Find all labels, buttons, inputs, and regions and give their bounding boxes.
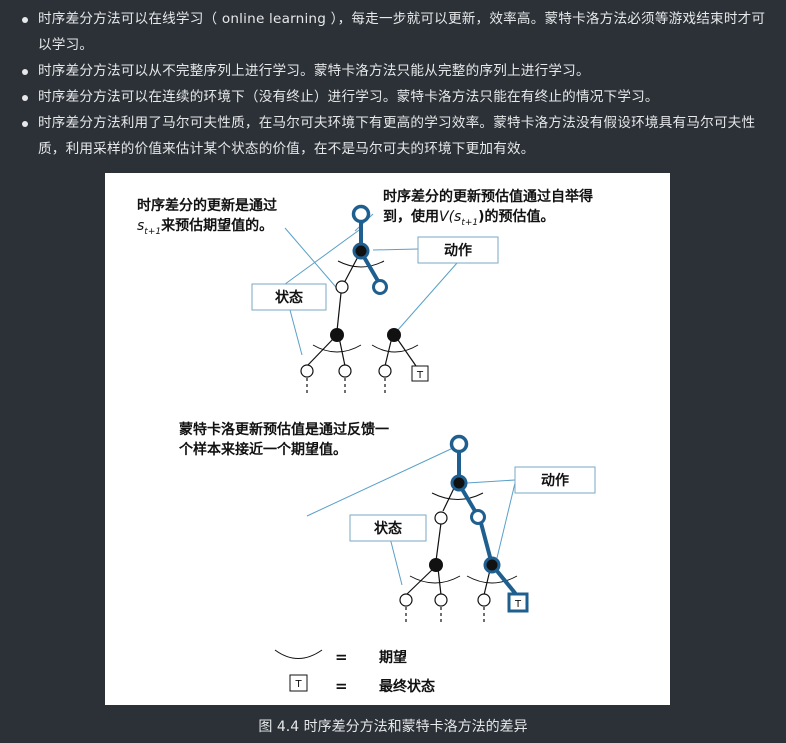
- state-node: [449, 434, 469, 454]
- callout-line: [466, 479, 516, 484]
- callout-line: [306, 447, 454, 517]
- state-node: [300, 364, 314, 378]
- state-label-box: [251, 283, 327, 311]
- action-label-box: [417, 236, 499, 264]
- td-note2-suffix: )的预估值。: [478, 208, 554, 225]
- callout-line: [496, 482, 516, 559]
- expectation-arc: [409, 575, 461, 584]
- action-node: [352, 242, 370, 260]
- bullet-item: 时序差分方法可以从不完整序列上进行学习。蒙特卡洛方法只能从完整的序列上进行学习。: [20, 58, 766, 84]
- callout-line: [289, 309, 303, 356]
- td-note2-sub: t+1: [461, 218, 478, 228]
- state-node: [372, 279, 388, 295]
- expectation-arc: [466, 575, 518, 584]
- action-node: [330, 328, 344, 342]
- legend-eq: =: [335, 677, 348, 695]
- legend-expectation-label: 期望: [379, 649, 407, 666]
- state-label: 状态: [374, 520, 402, 537]
- td-diagram: 时序差分的更新是通过 st+1来预估期望值的。 时序差分的更新预估值通过自举得 …: [137, 188, 593, 395]
- legend-terminal-symbol: T: [294, 679, 302, 690]
- td-note1-sub: t+1: [144, 227, 161, 237]
- action-label: 动作: [541, 472, 569, 489]
- expectation-arc: [371, 344, 419, 353]
- legend-eq: =: [335, 648, 348, 666]
- mc-diagram: 蒙特卡洛更新预估值是通过反馈一 个样本来接近一个期望值。: [178, 421, 596, 624]
- state-node: [351, 204, 371, 224]
- terminal-node: [411, 365, 429, 382]
- td-note1-text: 来预估期望值的。: [160, 217, 273, 234]
- callout-line: [372, 248, 419, 251]
- bullet-list: 时序差分方法可以在线学习（ online learning ），每走一步就可以更…: [0, 0, 786, 162]
- td-note2-line2: 到，使用V(st+1)的预估值。: [383, 208, 555, 228]
- state-node: [378, 364, 392, 378]
- callout-line: [280, 227, 363, 288]
- state-node: [338, 364, 352, 378]
- action-label-box: [514, 466, 596, 494]
- mc-note-line2: 个样本来接近一个期望值。: [178, 441, 347, 458]
- action-label: 动作: [444, 242, 472, 259]
- state-node: [399, 593, 413, 607]
- state-label-box: [349, 514, 427, 542]
- action-node: [387, 328, 401, 342]
- expectation-arc: [431, 492, 484, 500]
- terminal-symbol: T: [514, 599, 522, 610]
- callout-line: [396, 262, 458, 332]
- legend-terminal-box: [289, 674, 308, 692]
- state-node: [335, 280, 349, 294]
- td-mc-figure: 时序差分的更新是通过 st+1来预估期望值的。 时序差分的更新预估值通过自举得 …: [105, 173, 670, 705]
- bullet-item: 时序差分方法可以在线学习（ online learning ），每走一步就可以更…: [20, 6, 766, 58]
- state-node: [434, 511, 448, 525]
- td-note2-v: V(s: [439, 209, 461, 225]
- td-note1-symbol: s: [137, 218, 144, 234]
- action-node: [483, 556, 501, 574]
- td-note2-line1: 时序差分的更新预估值通过自举得: [383, 188, 593, 205]
- td-note1-line1: 时序差分的更新是通过: [137, 197, 277, 214]
- td-note2-prefix: 到，使用: [383, 208, 439, 225]
- expectation-arc: [312, 344, 362, 353]
- terminal-symbol: T: [416, 370, 424, 381]
- action-node: [450, 474, 468, 492]
- state-label: 状态: [275, 289, 303, 306]
- state-node: [470, 509, 486, 525]
- callout-line: [284, 227, 342, 294]
- figure-caption: 图 4.4 时序差分方法和蒙特卡洛方法的差异: [258, 719, 528, 735]
- terminal-node: [507, 592, 529, 613]
- legend-expectation-arc: [274, 649, 323, 659]
- state-node: [434, 593, 448, 607]
- bullet-item: 时序差分方法利用了马尔可夫性质，在马尔可夫环境下有更高的学习效率。蒙特卡洛方法没…: [20, 110, 766, 162]
- mc-note-line1: 蒙特卡洛更新预估值是通过反馈一: [179, 421, 389, 438]
- action-node: [429, 558, 443, 572]
- expectation-arc: [337, 260, 385, 268]
- figure-svg: 时序差分的更新是通过 st+1来预估期望值的。 时序差分的更新预估值通过自举得 …: [137, 188, 596, 695]
- bullet-item: 时序差分方法可以在连续的环境下（没有终止）进行学习。蒙特卡洛方法只能在有终止的情…: [20, 84, 766, 110]
- legend-terminal-label: 最终状态: [379, 678, 435, 695]
- legend: = 期望 T = 最终状态: [274, 648, 435, 695]
- state-node: [477, 593, 491, 607]
- td-note1-line2: st+1来预估期望值的。: [137, 217, 273, 237]
